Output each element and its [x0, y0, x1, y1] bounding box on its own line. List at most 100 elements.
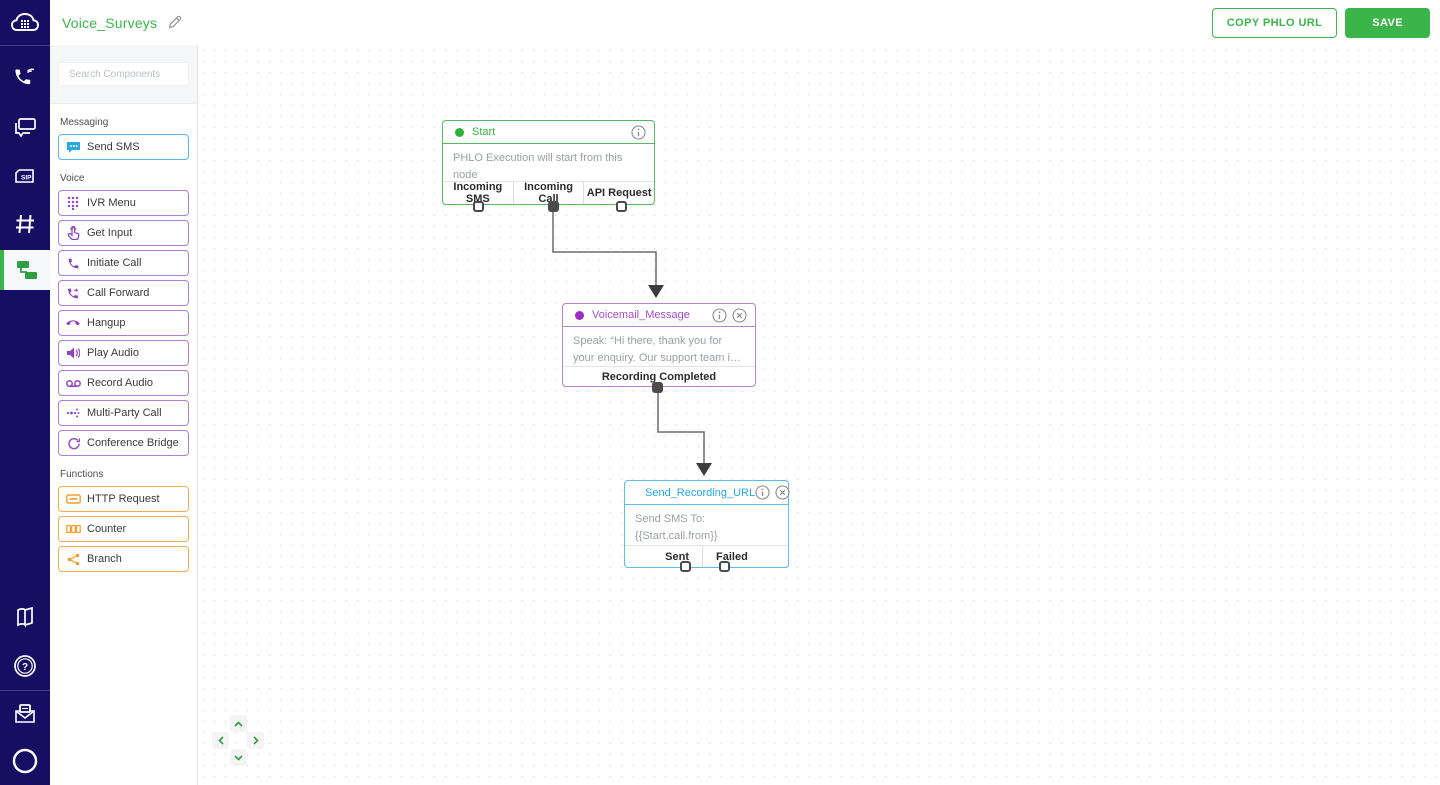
phone-numbers-icon [16, 214, 34, 234]
component-label: Play Audio [87, 347, 139, 359]
section-label-functions: Functions [60, 469, 104, 480]
component-conference-bridge[interactable]: Conference Bridge [58, 430, 189, 456]
output-incoming-call[interactable]: Incoming Call [512, 181, 584, 205]
node-outputs: Sent Failed [625, 545, 788, 567]
info-icon[interactable] [755, 485, 770, 500]
nav-rail: SIP ? [0, 0, 50, 785]
edit-title-button[interactable] [167, 15, 182, 30]
rail-item-sip-trunking[interactable]: SIP [0, 158, 50, 194]
component-label: Hangup [87, 317, 126, 329]
rail-item-numbers[interactable] [0, 206, 50, 242]
chevron-left-icon [217, 736, 224, 745]
voicemail-icon [59, 379, 87, 388]
http-request-icon [59, 494, 87, 504]
search-components-input[interactable] [58, 62, 189, 86]
rail-item-voice[interactable] [0, 60, 50, 96]
chevron-down-icon [234, 754, 243, 761]
delete-node-icon[interactable] [732, 307, 747, 323]
docs-book-icon [17, 606, 33, 628]
branch-icon [59, 553, 87, 566]
sms-bubble-icon [59, 141, 87, 154]
component-get-input[interactable]: Get Input [58, 220, 189, 246]
svg-text:SIP: SIP [21, 175, 32, 182]
port-incoming-call[interactable] [548, 201, 559, 212]
chevron-right-icon [252, 736, 259, 745]
voice-phone-icon [15, 68, 35, 85]
component-label: Counter [87, 523, 127, 535]
copy-phlo-url-button[interactable]: COPY PHLO URL [1211, 7, 1338, 38]
component-record-audio[interactable]: Record Audio [58, 370, 189, 396]
node-status-dot [575, 310, 584, 320]
output-failed[interactable]: Failed [702, 546, 761, 567]
pan-down-button[interactable] [230, 749, 247, 766]
search-area [50, 45, 197, 104]
rail-item-docs[interactable] [0, 600, 50, 636]
port-incoming-sms[interactable] [473, 201, 484, 212]
dialpad-icon [59, 196, 87, 210]
info-icon[interactable] [712, 307, 727, 323]
pan-left-button[interactable] [212, 732, 229, 749]
messaging-chat-icon [15, 118, 36, 138]
rail-item-feedback[interactable] [0, 696, 50, 732]
save-button[interactable]: SAVE [1345, 7, 1430, 38]
node-description: PHLO Execution will start from this node [453, 152, 623, 181]
node-description: Send SMS To: {{Start.call.from}} [635, 513, 718, 543]
rail-item-account[interactable] [0, 743, 50, 779]
component-label: Call Forward [87, 287, 150, 299]
section-label-messaging: Messaging [60, 117, 109, 128]
component-multi-party-call[interactable]: Multi-Party Call [58, 400, 189, 426]
output-api-request[interactable]: API Request [583, 182, 654, 204]
node-status-dot [455, 127, 464, 137]
phone-icon [59, 257, 87, 270]
component-play-audio[interactable]: Play Audio [58, 340, 189, 366]
component-http-request[interactable]: HTTP Request [58, 486, 189, 512]
delete-node-icon[interactable] [775, 485, 790, 500]
output-recording-completed[interactable]: Recording Completed [601, 370, 717, 383]
output-sent[interactable]: Sent [665, 550, 690, 563]
node-send-recording-url[interactable]: Send_Recording_URL Send SMS To: {{Start.… [624, 480, 790, 568]
component-ivr-menu[interactable]: IVR Menu [58, 190, 189, 216]
phlo-flow-icon [17, 261, 37, 279]
component-hangup[interactable]: Hangup [58, 310, 189, 336]
node-title: Send_Recording_URL [645, 486, 756, 499]
component-label: Initiate Call [87, 257, 142, 269]
node-header: Send_Recording_URL [625, 481, 790, 505]
node-outputs: Recording Completed [563, 366, 755, 386]
component-branch[interactable]: Branch [58, 546, 189, 572]
port-api-request[interactable] [616, 201, 627, 212]
component-label: Send SMS [87, 141, 140, 153]
pan-right-button[interactable] [247, 732, 264, 749]
flow-canvas[interactable]: Start PHLO Execution will start from thi… [198, 45, 1440, 785]
rail-item-messaging[interactable] [0, 110, 50, 146]
rail-divider [0, 45, 50, 46]
component-counter[interactable]: Counter [58, 516, 189, 542]
plivo-logo[interactable] [0, 6, 50, 42]
phlo-title: Voice_Surveys [62, 14, 158, 31]
component-label: Record Audio [87, 377, 154, 389]
node-title: Voicemail_Message [592, 309, 690, 321]
port-failed[interactable] [719, 561, 730, 572]
rail-divider [0, 690, 50, 691]
top-bar: Voice_Surveys COPY PHLO URL SAVE [50, 0, 1440, 45]
component-label: Get Input [87, 227, 133, 239]
pan-up-button[interactable] [230, 715, 247, 732]
component-label: Branch [87, 553, 122, 565]
node-title: Start [472, 126, 496, 138]
node-voicemail-message[interactable]: Voicemail_Message Speak: “Hi there, than… [562, 303, 756, 387]
info-icon[interactable] [631, 124, 646, 140]
arrowhead-icon [648, 285, 664, 298]
port-recording-completed[interactable] [652, 382, 663, 393]
account-circle-icon [12, 748, 38, 774]
multi-party-icon [59, 407, 87, 419]
port-sent[interactable] [680, 561, 691, 572]
component-call-forward[interactable]: Call Forward [58, 280, 189, 306]
component-label: Multi-Party Call [87, 407, 162, 419]
rail-item-phlo[interactable] [0, 250, 50, 290]
node-start[interactable]: Start PHLO Execution will start from thi… [442, 120, 655, 205]
component-initiate-call[interactable]: Initiate Call [58, 250, 189, 276]
component-send-sms[interactable]: Send SMS [58, 134, 189, 160]
canvas-pan-pad [212, 715, 264, 767]
rail-item-help[interactable]: ? [0, 648, 50, 684]
help-question-icon: ? [14, 655, 36, 677]
plivo-cloud-logo-icon [10, 12, 40, 31]
